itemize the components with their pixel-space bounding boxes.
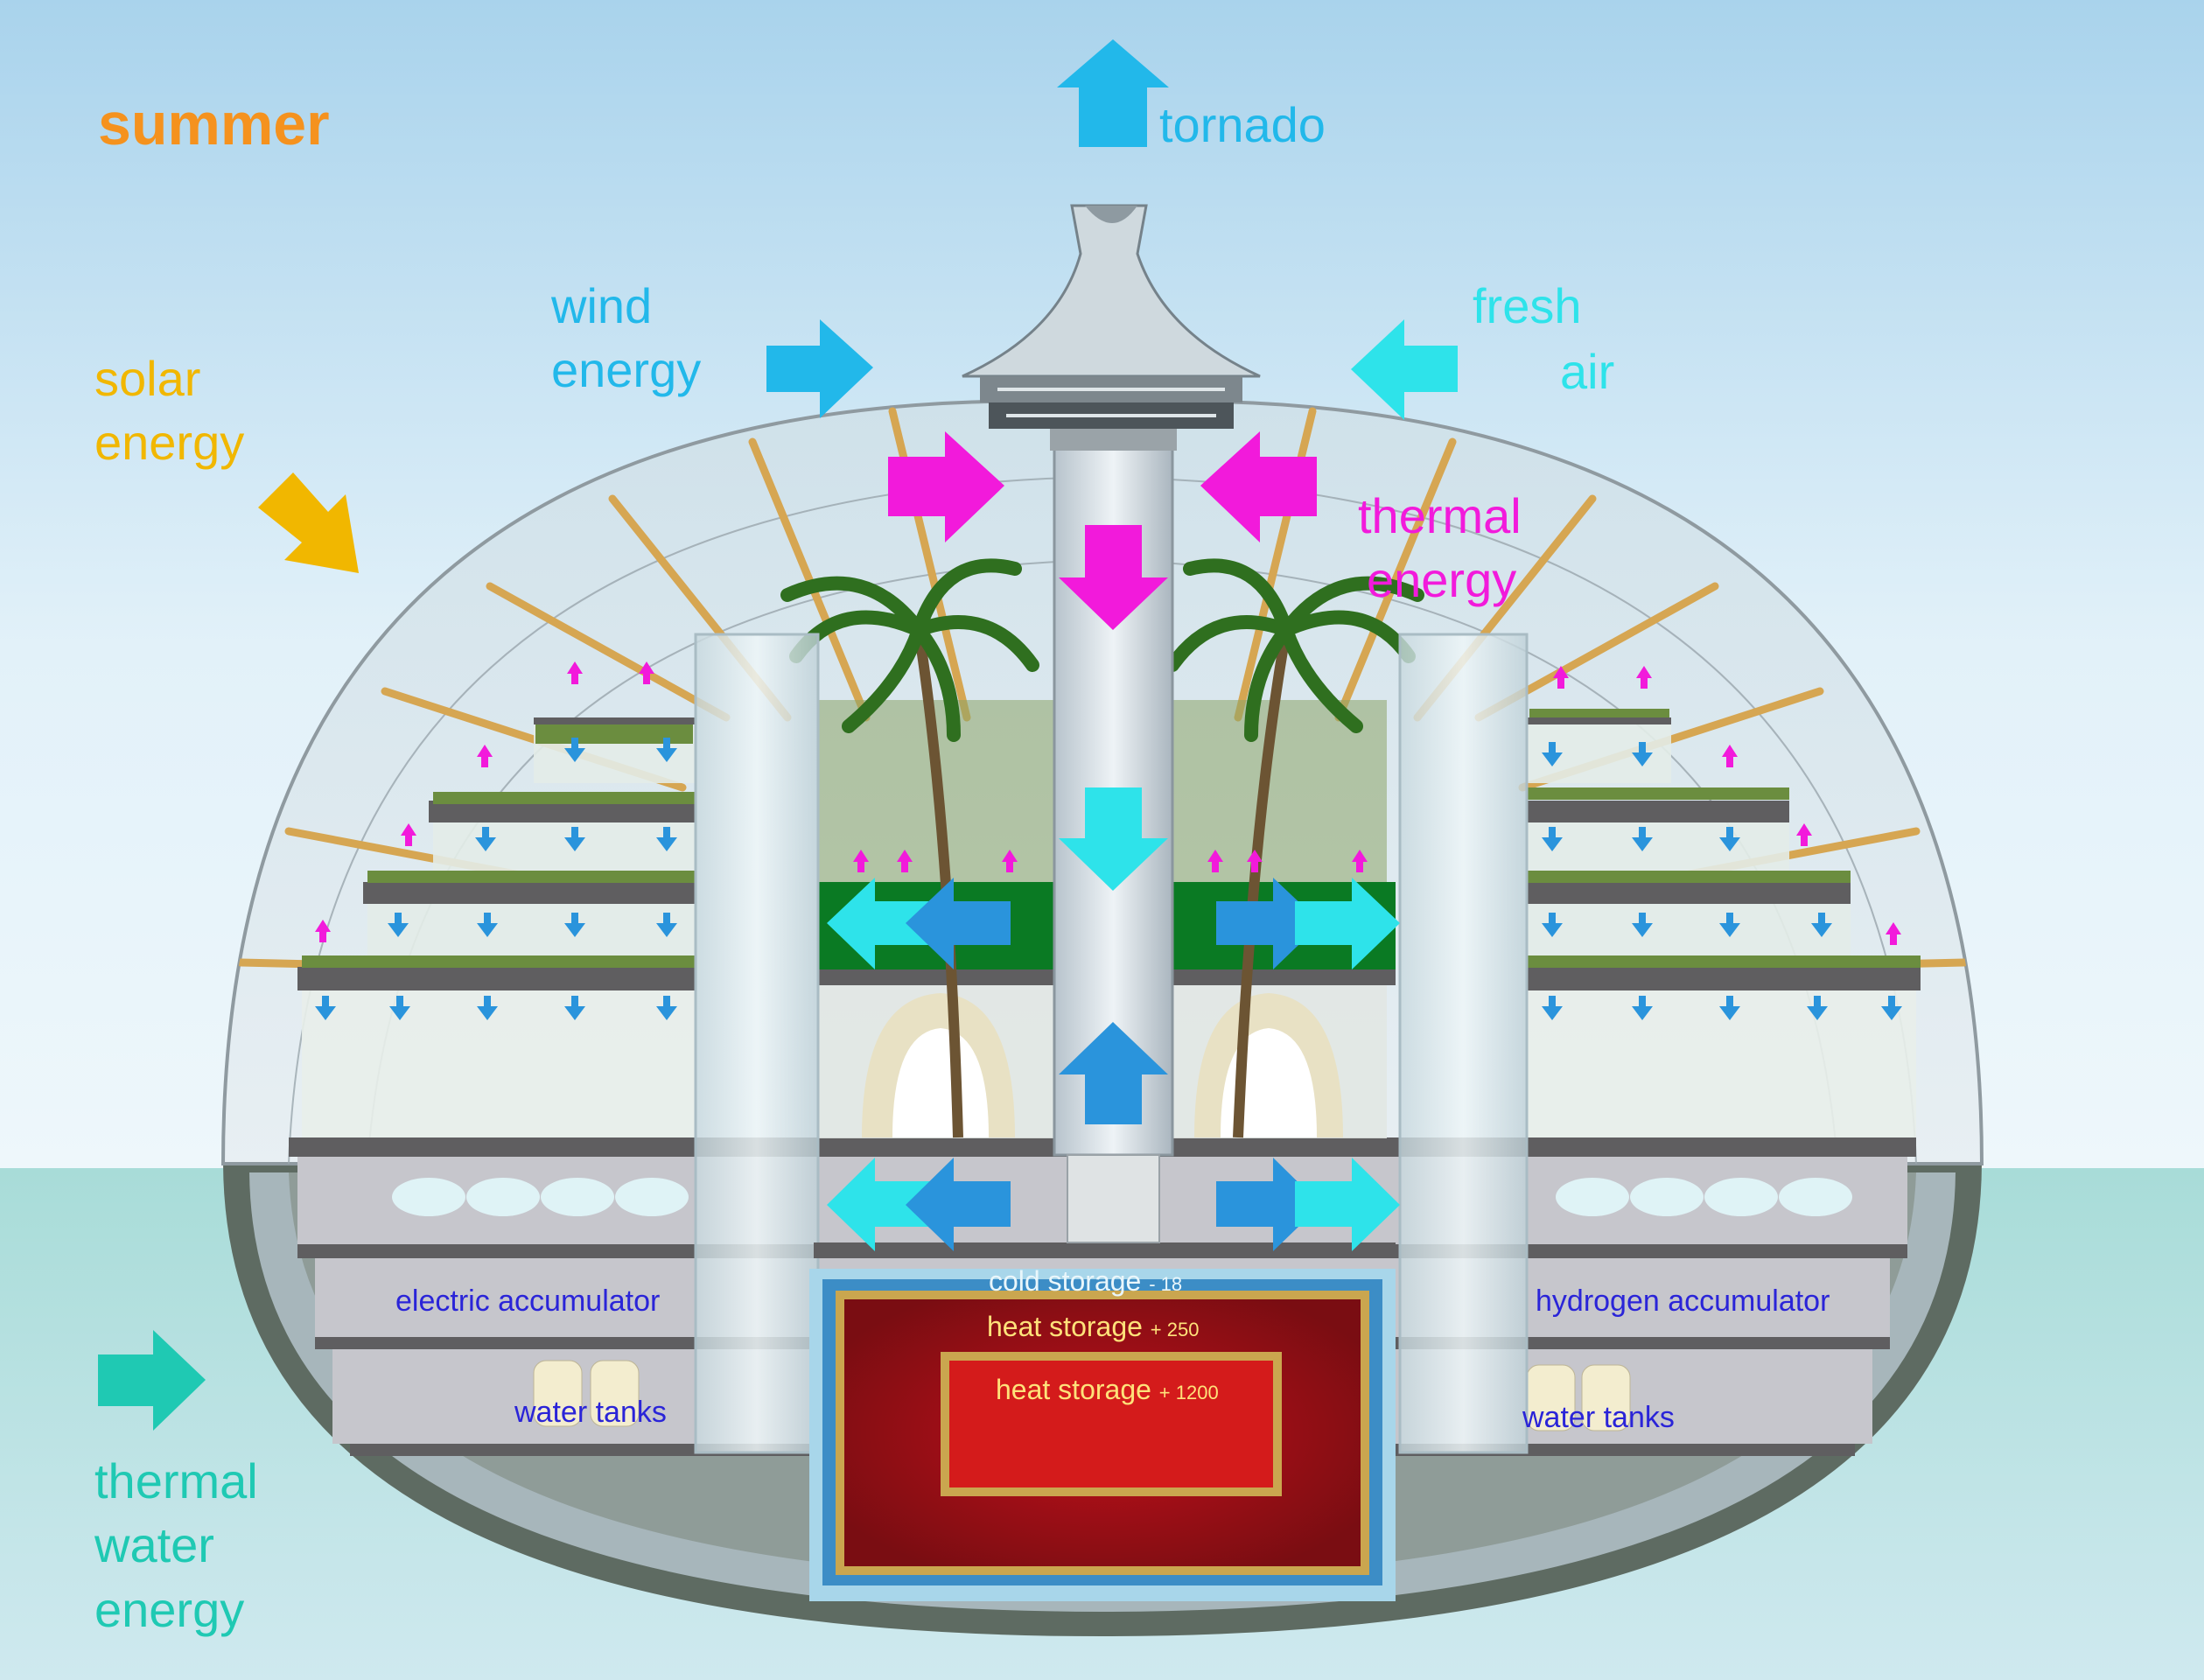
arrow-down-icon — [1059, 788, 1168, 891]
right-terraces — [1527, 709, 1921, 1138]
arrow-right-icon — [1295, 878, 1400, 970]
wind-energy-label-line2: energy — [551, 342, 702, 397]
arrow-up-icon — [1057, 39, 1169, 147]
fresh-air-label-line2: air — [1560, 344, 1615, 399]
arrow-right-icon — [1295, 1158, 1400, 1251]
palm-tree-icon — [780, 558, 1039, 1138]
arrow-right-icon — [98, 1330, 206, 1431]
fresh-air-label-line1: fresh — [1473, 278, 1582, 333]
tornado-label: tornado — [1159, 97, 1326, 152]
thermal-water-energy-line3: energy — [94, 1582, 245, 1637]
arrow-right-icon — [888, 431, 1004, 542]
thermal-water-energy-line2: water — [94, 1517, 214, 1572]
hydrogen-accumulator-label: hydrogen accumulator — [1536, 1284, 1830, 1318]
electric-accumulator-label: electric accumulator — [395, 1284, 661, 1318]
heat-storage-inner-label: heat storage + 1200 — [996, 1376, 1219, 1404]
cold-storage-label: cold storage - 18 — [989, 1267, 1182, 1295]
left-terraces — [297, 718, 696, 1138]
heat-rising-arrows — [315, 662, 1901, 945]
thermal-energy-label-line1: thermal — [1358, 488, 1522, 543]
arrow-left-icon — [906, 1158, 1011, 1251]
solar-energy-label-line2: energy — [94, 415, 245, 470]
arrow-left-icon — [906, 878, 1011, 970]
arrow-down-icon — [1059, 525, 1168, 630]
wind-tower — [962, 204, 1261, 451]
heat-storage-outer-value: + 250 — [1150, 1319, 1200, 1340]
season-title: summer — [98, 91, 330, 158]
right-glass-tower — [1398, 633, 1529, 1454]
arrow-left-icon — [1351, 319, 1458, 420]
arrow-left-icon — [827, 878, 932, 970]
water-tanks-left-label: water tanks — [514, 1396, 667, 1429]
solar-energy-label-line1: solar — [94, 351, 201, 406]
heat-storage-inner-name: heat storage — [996, 1374, 1151, 1405]
storage-vessel — [809, 1242, 1396, 1601]
cold-storage-name: cold storage — [989, 1265, 1142, 1297]
heat-storage-outer-label: heat storage + 250 — [987, 1312, 1199, 1340]
water-tanks-right-label: water tanks — [1522, 1401, 1675, 1434]
wind-energy-label-line1: wind — [551, 278, 653, 333]
shaft-base — [1067, 1154, 1160, 1243]
thermal-energy-label-line2: energy — [1367, 552, 1517, 607]
arrow-right-icon — [1216, 878, 1321, 970]
arrow-right-icon — [1216, 1158, 1321, 1251]
cool-air-arrows — [315, 738, 1902, 1020]
heat-storage-outer-name: heat storage — [987, 1311, 1143, 1342]
heat-storage-inner-value: + 1200 — [1158, 1382, 1219, 1404]
arrow-up-icon — [1059, 1022, 1168, 1124]
thermal-water-energy-line1: thermal — [94, 1453, 258, 1508]
arrow-right-icon — [766, 319, 873, 418]
arrow-diagonal-icon — [258, 472, 359, 573]
arrow-left-icon — [1200, 431, 1317, 542]
cold-storage-value: - 18 — [1149, 1273, 1183, 1295]
arrow-left-icon — [827, 1158, 932, 1251]
left-glass-tower — [694, 633, 820, 1454]
